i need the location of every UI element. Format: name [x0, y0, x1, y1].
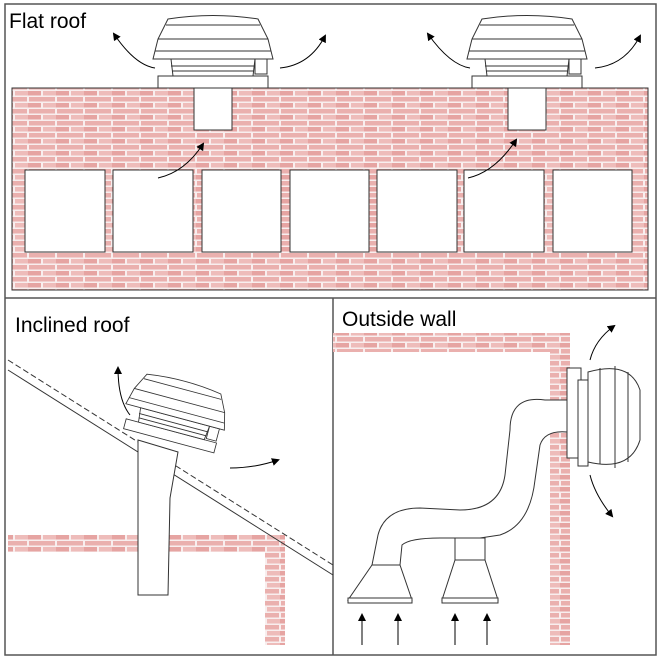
- panel-title-flat-roof: Flat roof: [9, 10, 87, 33]
- panel-title-outside-wall: Outside wall: [342, 308, 457, 331]
- roof-fan-left: [152, 15, 274, 89]
- panel-title-inclined-roof: Inclined roof: [15, 314, 130, 337]
- airflow-arrows-inclined-roof: [114, 366, 280, 469]
- frame: [4, 3, 657, 656]
- inclined-roof-structure: [7, 359, 334, 645]
- wall-fan: [566, 366, 641, 468]
- roof-fan-inclined: [119, 367, 235, 455]
- airflow-arrows-outside-wall: [358, 324, 616, 645]
- roof-fan-right: [466, 15, 588, 89]
- airflow-arrows-flat-roof: [112, 32, 641, 179]
- flat-roof-building-wall: [11, 87, 649, 291]
- flexible-duct: [347, 398, 568, 604]
